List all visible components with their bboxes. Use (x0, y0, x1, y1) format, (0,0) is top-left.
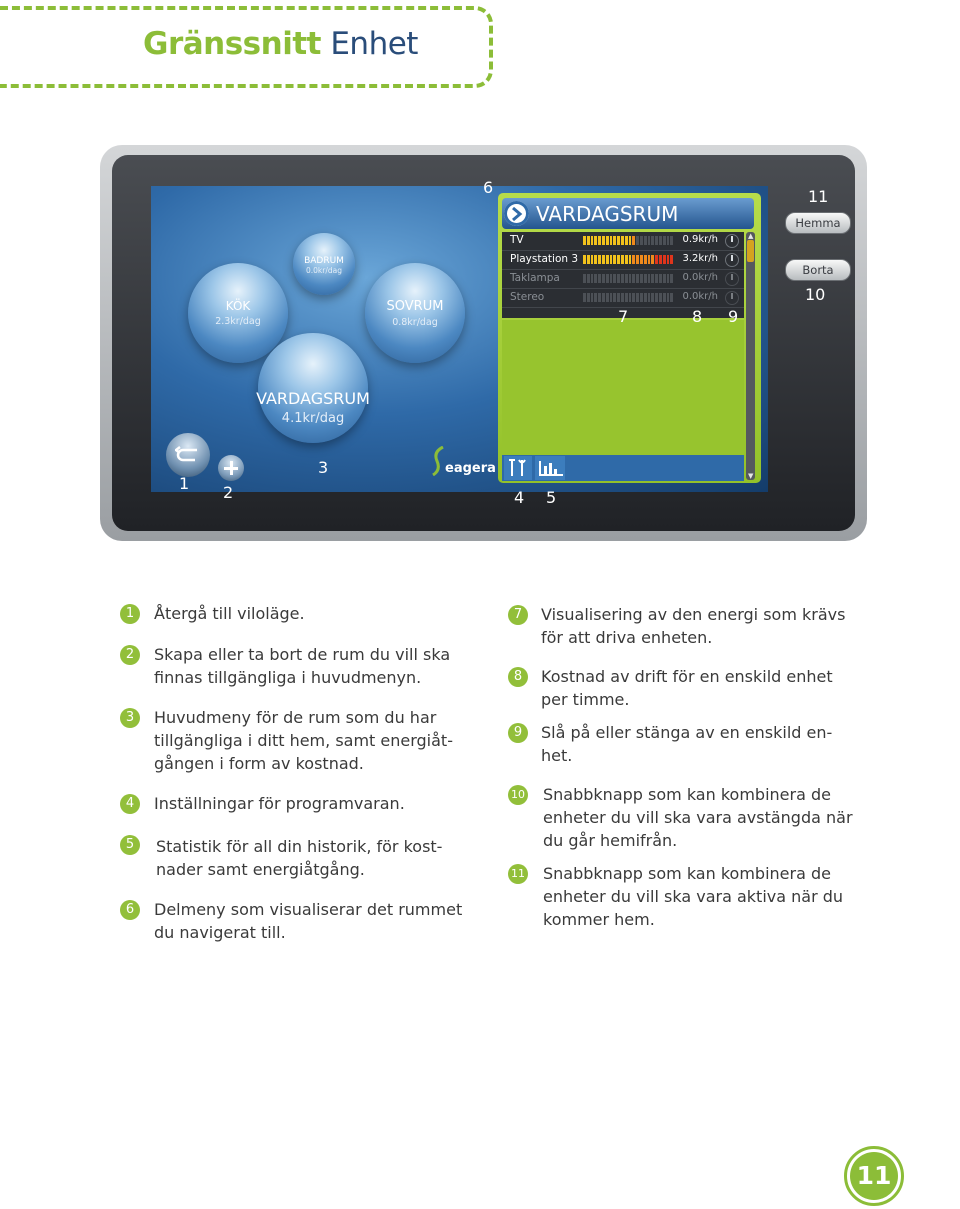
legend-badge: 10 (508, 785, 528, 805)
room-submenu-header (502, 198, 754, 229)
device-row: TV 0.9kr/h (502, 232, 744, 251)
room-submenu-title: VARDAGSRUM (536, 202, 679, 226)
header-frame (0, 6, 493, 88)
device-name: Stereo (510, 291, 545, 303)
title-blue: Enhet (330, 26, 418, 62)
page-title: Gränssnitt Enhet (143, 26, 418, 62)
callout-9: 9 (728, 307, 739, 326)
return-standby-button[interactable] (166, 433, 210, 477)
room-nav-button[interactable] (504, 201, 529, 226)
energy-meter (583, 255, 674, 264)
legend-badge: 9 (508, 723, 528, 743)
callout-1: 1 (179, 474, 190, 493)
legend-item: Inställningar för programvaran. (154, 794, 405, 813)
legend-badge: 6 (120, 900, 140, 920)
power-toggle-icon[interactable] (725, 253, 739, 267)
room-bubble-sovrum[interactable] (365, 263, 465, 363)
room-bubble-vardagsrum[interactable] (258, 333, 368, 443)
callout-8: 8 (692, 307, 703, 326)
legend-badge: 2 (120, 645, 140, 665)
device-name: Playstation 3 (510, 253, 579, 265)
settings-button[interactable] (504, 456, 532, 480)
power-toggle-icon[interactable] (725, 272, 739, 286)
device-cost: 3.2kr/h (682, 253, 718, 264)
callout-2: 2 (223, 483, 234, 502)
chevron-right-icon (512, 207, 523, 221)
legend-item: Slå på eller stänga av en enskild en-het… (541, 723, 833, 765)
device-list-scrollbar[interactable] (746, 232, 755, 480)
scrollbar-thumb[interactable] (747, 240, 754, 262)
page-number: 11 (850, 1152, 898, 1200)
device-cost: 0.0kr/h (682, 291, 718, 302)
device-row: Playstation 3 3.2kr/h (502, 251, 744, 270)
legend-badge: 11 (508, 864, 528, 884)
bar-chart-icon (539, 461, 563, 476)
device-name: TV (510, 234, 524, 246)
callout-10: 10 (805, 285, 826, 304)
legend-item: Återgå till viloläge. (154, 604, 305, 623)
return-arrow-icon (175, 446, 197, 462)
callout-11: 11 (808, 187, 829, 206)
legend-item: Statistik för all din historik, för kost… (156, 837, 443, 879)
legend-badge: 1 (120, 604, 140, 624)
legend-badge: 5 (120, 835, 140, 855)
power-toggle-icon[interactable] (725, 234, 739, 248)
room-bubble-badrum[interactable] (293, 233, 355, 295)
tools-icon (509, 459, 526, 476)
energy-meter (583, 274, 674, 283)
device-row: Taklampa 0.0kr/h (502, 270, 744, 289)
power-toggle-icon[interactable] (725, 291, 739, 305)
room-bubble-kok[interactable] (188, 263, 288, 363)
eagera-logo-text: eagera (445, 461, 496, 476)
callout-3: 3 (318, 458, 329, 477)
callout-6: 6 (483, 178, 494, 197)
legend-badge: 7 (508, 605, 528, 625)
device-cost: 0.9kr/h (682, 234, 718, 245)
callout-7: 7 (618, 307, 629, 326)
energy-meter (583, 236, 674, 245)
page-number-ring (844, 1146, 904, 1206)
legend-badge: 3 (120, 708, 140, 728)
device-name: Taklampa (510, 272, 560, 284)
eagera-logo-mark (432, 446, 444, 476)
callout-4: 4 (514, 488, 525, 507)
device-row: Stereo 0.0kr/h (502, 289, 744, 308)
legend-badge: 4 (120, 794, 140, 814)
energy-meter (583, 293, 674, 302)
scroll-down-icon[interactable]: ▼ (748, 472, 754, 480)
legend-badge: 8 (508, 667, 528, 687)
title-green: Gränssnitt (143, 26, 321, 62)
scroll-up-icon[interactable]: ▲ (748, 232, 754, 240)
plus-icon (230, 461, 233, 475)
callout-5: 5 (546, 488, 557, 507)
room-content-area (502, 320, 744, 453)
home-quick-button[interactable]: Hemma (785, 212, 851, 234)
away-quick-button[interactable]: Borta (785, 259, 851, 281)
device-cost: 0.0kr/h (682, 272, 718, 283)
